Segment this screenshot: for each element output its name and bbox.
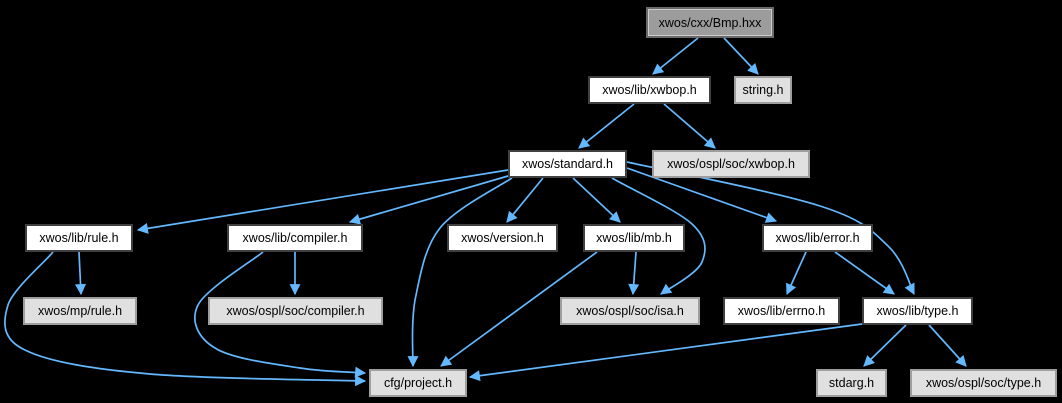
node-lib-rule[interactable]: xwos/lib/rule.h (25, 224, 133, 252)
node-label: xwos/lib/type.h (876, 304, 959, 318)
node-cfg-project: cfg/project.h (369, 369, 467, 397)
node-label: xwos/lib/compiler.h (242, 231, 348, 245)
edge-standard-to-lib-error (626, 167, 778, 223)
node-lib-type[interactable]: xwos/lib/type.h (862, 297, 973, 325)
node-label: stdarg.h (828, 376, 875, 390)
edges-group (4, 37, 967, 387)
edge-standard-to-cfg-project (407, 177, 513, 368)
node-mp-rule: xwos/mp/rule.h (23, 297, 137, 325)
node-label: string.h (742, 83, 784, 97)
node-label: cfg/project.h (383, 376, 453, 390)
edge-lib-mb-to-ospl-isa (628, 251, 640, 296)
edge-standard-to-lib-rule (136, 169, 509, 234)
edge-lib-rule-to-cfg-project (4, 251, 367, 387)
node-lib-error[interactable]: xwos/lib/error.h (762, 224, 873, 252)
node-label: xwos/ospl/soc/isa.h (576, 304, 684, 318)
node-lib-xwbop[interactable]: xwos/lib/xwbop.h (588, 76, 711, 104)
node-label: xwos/lib/xwbop.h (602, 83, 697, 97)
edge-lib-type-to-cfg-project (468, 323, 863, 382)
node-label: xwos/lib/errno.h (737, 304, 826, 318)
node-lib-mb[interactable]: xwos/lib/mb.h (583, 224, 685, 252)
edge-lib-rule-to-mp-rule (75, 251, 87, 296)
edge-lib-error-to-lib-errno (786, 251, 807, 296)
node-stdarg: stdarg.h (816, 369, 887, 397)
edge-lib-xwbop-to-ospl-xwbop (663, 103, 716, 149)
node-ospl-compiler: xwos/ospl/soc/compiler.h (208, 297, 383, 325)
edge-bmp-hxx-to-string-h (723, 37, 759, 75)
node-label: xwos/ospl/soc/compiler.h (226, 304, 365, 318)
node-ospl-type: xwos/ospl/soc/type.h (910, 369, 1057, 397)
node-label: xwos/mp/rule.h (37, 304, 123, 318)
edge-lib-error-to-lib-type (834, 251, 895, 295)
node-label: xwos/lib/error.h (775, 231, 860, 245)
edge-lib-mb-to-cfg-project (440, 251, 598, 367)
edge-lib-xwbop-to-standard (578, 103, 635, 149)
node-label: xwos/ospl/soc/xwbop.h (667, 157, 795, 171)
node-label: xwos/lib/rule.h (39, 231, 119, 245)
node-lib-errno[interactable]: xwos/lib/errno.h (723, 297, 840, 325)
node-version[interactable]: xwos/version.h (447, 224, 558, 252)
node-standard[interactable]: xwos/standard.h (508, 150, 627, 178)
node-label: xwos/standard.h (521, 157, 614, 171)
node-label: xwos/cxx/Bmp.hxx (658, 15, 762, 30)
edge-lib-compiler-to-cfg-project (194, 251, 367, 378)
node-lib-compiler[interactable]: xwos/lib/compiler.h (227, 224, 363, 252)
edge-standard-to-lib-mb (572, 177, 621, 223)
edge-standard-to-ospl-isa (611, 177, 706, 295)
edge-bmp-hxx-to-lib-xwbop (652, 37, 699, 75)
node-label: xwos/ospl/soc/type.h (925, 376, 1042, 390)
node-ospl-xwbop: xwos/ospl/soc/xwbop.h (652, 150, 810, 178)
node-ospl-isa: xwos/ospl/soc/isa.h (560, 297, 700, 325)
edge-lib-type-to-stdarg (863, 324, 907, 367)
edge-lib-type-to-ospl-type (928, 324, 967, 367)
node-label: xwos/lib/mb.h (596, 231, 672, 245)
node-bmp-hxx: xwos/cxx/Bmp.hxx (646, 7, 774, 38)
edge-standard-to-version (506, 177, 544, 223)
node-string-h: string.h (734, 76, 792, 104)
node-label: xwos/version.h (461, 231, 544, 245)
edge-standard-to-lib-compiler (348, 175, 509, 225)
